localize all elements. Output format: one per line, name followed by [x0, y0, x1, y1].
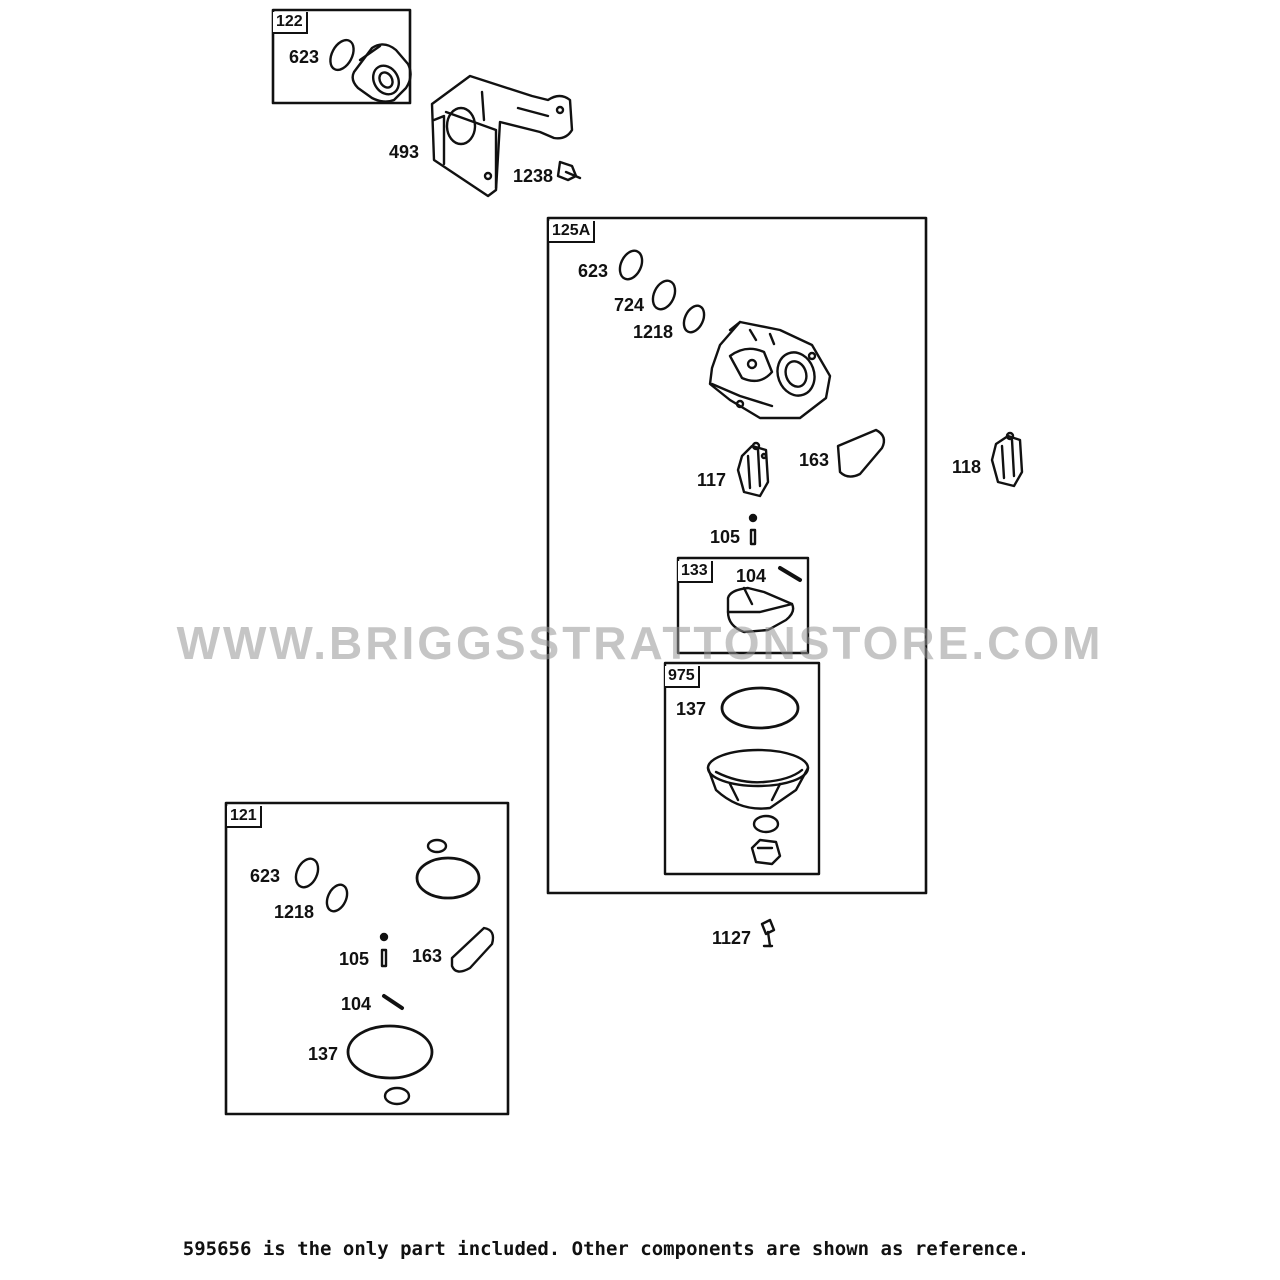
- gasket-163-part: [836, 428, 886, 478]
- kit-125a-box: [546, 216, 928, 895]
- needle-105-part: [379, 932, 389, 968]
- float-133-part: [726, 586, 795, 634]
- callout-label: 493: [389, 142, 420, 162]
- washer-part: [426, 838, 448, 854]
- callout-label: 137: [676, 699, 707, 719]
- screw-1238-part: [556, 160, 582, 182]
- kit-label: 125A: [549, 221, 596, 243]
- footnote-text: 595656 is the only part included. Other …: [182, 1238, 1030, 1260]
- o-ring-1218-part: [325, 883, 349, 913]
- callout-label: 623: [289, 47, 320, 67]
- kit-label: 122: [273, 12, 308, 34]
- bracket-493-part: [430, 74, 574, 198]
- kit-975-box: [663, 661, 821, 876]
- callout-label: 104: [736, 566, 767, 586]
- pin-104-part: [778, 566, 802, 582]
- callout-label: 137: [308, 1044, 339, 1064]
- gasket-724-part: [651, 279, 677, 311]
- carburetor-body-part: [708, 320, 832, 420]
- callout-label: 105: [339, 949, 370, 969]
- o-ring-623-part: [329, 38, 355, 72]
- screw-1127-part: [760, 918, 776, 948]
- part-118: [990, 431, 1024, 488]
- kit-label: 121: [227, 806, 262, 828]
- gasket-163-part: [450, 926, 495, 973]
- needle-105-part: [748, 513, 758, 546]
- kit-122-box: [271, 8, 412, 105]
- bowl-nut-part: [750, 838, 782, 866]
- callout-label: 1218: [633, 322, 674, 342]
- callout-label: 1238: [513, 166, 554, 186]
- callout-label: 1127: [712, 928, 752, 948]
- callout-label: 163: [799, 450, 830, 470]
- gasket-137-part: [346, 1024, 434, 1080]
- callout-label: 1218: [274, 902, 315, 922]
- washer-part: [752, 814, 780, 834]
- kit-label: 975: [665, 666, 700, 688]
- callout-label: 623: [250, 866, 281, 886]
- intake-elbow-part: [351, 43, 412, 103]
- callout-label: 163: [412, 946, 443, 966]
- callout-label: 104: [341, 994, 372, 1014]
- kit-133-box: [676, 556, 810, 655]
- kit-label: 133: [678, 561, 713, 583]
- callout-label: 105: [710, 527, 741, 547]
- float-bracket-117-part: [736, 441, 770, 498]
- kit-121-box: [224, 801, 510, 1116]
- callout-label: 623: [578, 261, 609, 281]
- callout-label: 118: [952, 457, 982, 477]
- callout-label: 117: [697, 470, 727, 490]
- fuel-bowl-part: [706, 748, 810, 810]
- o-ring-623-part: [294, 857, 320, 889]
- washer-part: [383, 1086, 411, 1106]
- gasket-137-part: [720, 686, 800, 730]
- callout-label: 724: [614, 295, 645, 315]
- pin-104-part: [382, 994, 404, 1010]
- gasket-part: [415, 856, 481, 900]
- o-ring-1218-part: [682, 304, 706, 334]
- o-ring-623-part: [618, 249, 644, 281]
